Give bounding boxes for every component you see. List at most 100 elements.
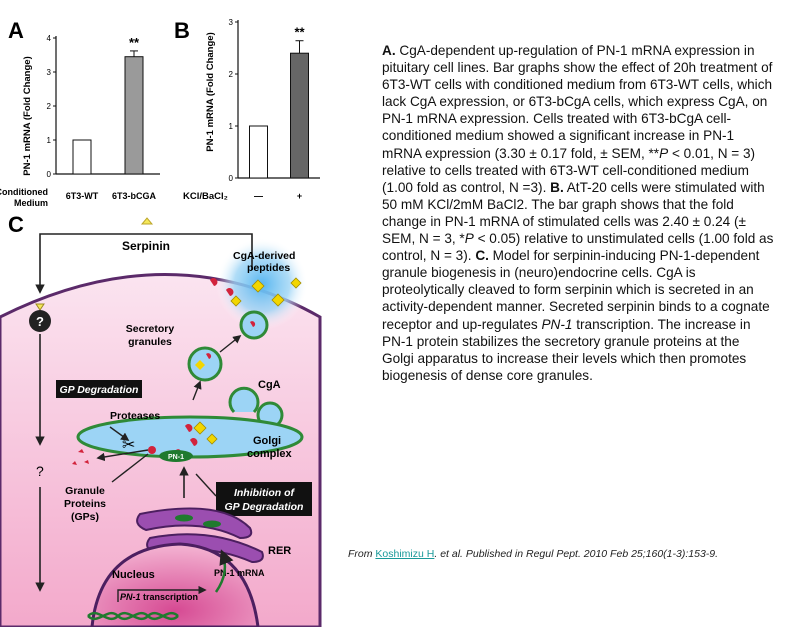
y-tick-label: 4 <box>47 34 52 43</box>
dna-icon <box>87 611 179 621</box>
granule-content-icon <box>250 321 256 327</box>
receptor-question-mark: ? <box>36 314 44 329</box>
nucleus-label: Nucleus <box>112 569 155 581</box>
caption-text-c: Model for serpinin-inducing PN-1-depende… <box>382 248 770 332</box>
y-tick-label: 2 <box>47 102 52 111</box>
receptor-icon <box>35 303 45 311</box>
panel-b-letter: B <box>174 18 190 43</box>
peptide-icon <box>226 288 234 296</box>
degraded-fragment-icon <box>84 460 89 464</box>
cga-peptides-label-2: peptides <box>247 262 290 274</box>
category-label: 6T3-bCGA <box>112 191 157 201</box>
pn1-transcription-label: PN-1 transcription <box>120 592 198 602</box>
degradation-arrow <box>96 449 149 462</box>
y-tick-label: 1 <box>47 136 52 145</box>
panel-a-ylabel: PN-1 mRNA (Fold Change) <box>22 56 33 175</box>
panel-c-diagram: C Serpinin CgA-derived peptides ? ? Secr… <box>0 212 322 627</box>
caption-letter-b: B. <box>550 179 564 195</box>
gp-degradation-label: GP Degradation <box>60 384 139 396</box>
citation-prefix: From <box>348 548 376 560</box>
panel-a-row-label-2: Medium <box>14 198 48 208</box>
y-tick-label: 2 <box>229 70 234 79</box>
peptide-icon <box>290 277 302 289</box>
unknown-step-mark: ? <box>36 463 44 479</box>
cga-content-icon <box>185 424 193 432</box>
significance-label: ** <box>294 25 305 40</box>
caption-letter-a: A. <box>382 43 396 58</box>
rer-pn1-icon <box>203 520 221 528</box>
peptide-icon <box>271 293 285 307</box>
secretory-granules-label-2: granules <box>128 336 172 348</box>
caption-text-a2: < 0.01, N = 3) relative to cells treated… <box>382 145 756 195</box>
caption-p-value-2: P <box>464 231 474 247</box>
degraded-fragment-icon <box>72 461 77 465</box>
caption-text-a: CgA-dependent up-regulation of PN-1 mRNA… <box>382 43 773 161</box>
caption-text-b: AtT-20 cells were stimulated with 50 mM … <box>382 179 765 247</box>
granule-proteins-label-3: (GPs) <box>71 511 99 523</box>
granule-proteins-label-1: Granule <box>65 485 105 497</box>
cga-peptides-label-1: CgA-derived <box>233 250 295 262</box>
granule-arrow <box>192 380 202 401</box>
category-label: — <box>254 191 263 201</box>
budding-vesicle <box>228 386 260 414</box>
y-tick-label: 3 <box>47 68 52 77</box>
pn1-protein-label: PN-1 <box>168 454 184 461</box>
transcription-arrow <box>117 585 207 602</box>
panel-a-row-label-1: Conditioned <box>0 187 48 197</box>
pn1-mrna-label: PN-1 mRNA <box>214 568 265 578</box>
serpinin-arrow <box>35 233 253 294</box>
y-tick-label: 0 <box>229 174 234 183</box>
caption-text-c2: transcription. The increase in PN-1 prot… <box>382 316 751 383</box>
inhibition-pointer <box>195 473 217 497</box>
granule-proteins-label-2: Proteins <box>64 498 106 510</box>
caption-text-b2: < 0.05) relative to unstimulated cells (… <box>382 231 774 264</box>
receptor-question-icon <box>29 310 51 332</box>
caption-letter-c: C. <box>475 248 489 264</box>
peptide-icon <box>230 295 242 307</box>
inhibition-label-1: Inhibition of <box>234 487 296 499</box>
rer-pn1-icon <box>175 514 193 522</box>
cga-content-icon <box>193 421 207 435</box>
panel-a-letter: A <box>8 18 24 43</box>
bar <box>290 52 309 179</box>
y-tick-label: 3 <box>229 18 234 27</box>
inhibition-box <box>216 482 312 516</box>
rer-label: RER <box>268 545 291 557</box>
secretory-granule <box>187 346 223 382</box>
peptide-icon <box>251 279 265 293</box>
citation: From Koshimizu H. et al. Published in Re… <box>348 548 788 560</box>
caption-pn1-italic: PN-1 <box>541 316 573 332</box>
panel-b-categories: —+ <box>254 191 302 201</box>
category-label: + <box>297 191 302 201</box>
rer <box>136 507 253 540</box>
scissors-icon: ✂ <box>122 437 135 454</box>
granule-content-icon <box>206 353 212 359</box>
golgi-label-2: complex <box>247 448 293 460</box>
granule-protein-icon <box>148 446 156 454</box>
author-link[interactable]: Koshimizu H <box>375 548 435 560</box>
nucleus <box>90 542 260 627</box>
cga-label: CgA <box>258 379 281 391</box>
proteases-label: Proteases <box>110 410 160 422</box>
bar <box>249 125 268 179</box>
significance-label: ** <box>129 35 140 50</box>
secretory-granules-label-1: Secretory <box>126 323 175 335</box>
bar <box>72 139 92 175</box>
panel-a-bars: ** <box>72 35 144 175</box>
pn1-protein <box>159 450 193 462</box>
granule-arrow <box>219 334 242 353</box>
figure-caption: A. CgA-dependent up-regulation of PN-1 m… <box>382 42 774 384</box>
panel-c-letter: C <box>8 212 24 237</box>
granule-protein-pointer <box>111 453 149 483</box>
degradation-arrow <box>109 426 130 441</box>
granule-content-icon <box>195 360 205 370</box>
bar <box>124 56 144 175</box>
golgi-label-1: Golgi <box>253 435 281 447</box>
y-tick-label: 1 <box>229 122 234 131</box>
caption-p-value-1: P <box>659 145 669 161</box>
budding-vesicle <box>256 401 284 426</box>
panel-b-row-label: KCl/BaCl₂ <box>183 191 228 202</box>
peptide-icon <box>210 278 218 286</box>
